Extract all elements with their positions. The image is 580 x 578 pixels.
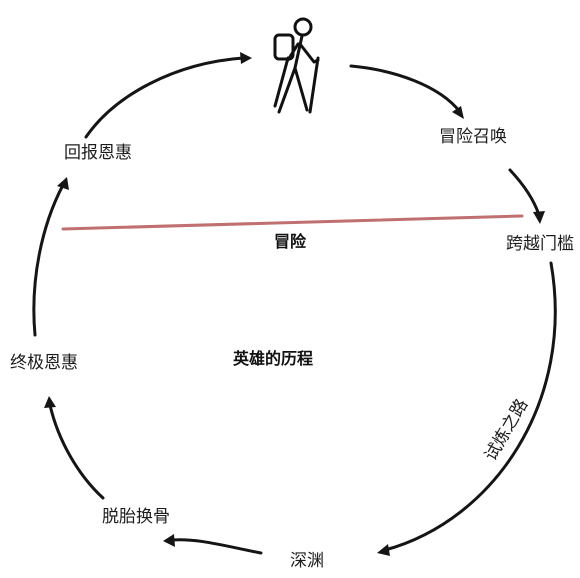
threshold-label: 冒险 (274, 232, 307, 251)
stage-ultimate-boon: 终极恩惠 (10, 353, 78, 373)
arrowhead-abyss (377, 544, 390, 556)
stage-abyss: 深渊 (290, 551, 324, 571)
arrowhead-call (452, 106, 464, 119)
stage-transformation: 脱胎换骨 (102, 507, 170, 527)
stage-threshold: 跨越门槛 (506, 234, 574, 254)
arc-threshold-to-abyss (383, 261, 557, 552)
arc-return-to-hiker (84, 56, 245, 139)
arrowhead-threshold (533, 211, 545, 224)
arc-boon-to-return (32, 183, 65, 337)
arrowhead-top-left (240, 52, 252, 64)
arc-hiker-to-call (349, 64, 462, 114)
center-title: 英雄的历程 (232, 349, 313, 368)
arrowhead-boon (44, 396, 56, 408)
arc-transformation-to-boon (48, 403, 105, 500)
threshold-line (61, 214, 524, 231)
arc-call-to-threshold (508, 168, 541, 217)
arrowhead-transformation (163, 534, 175, 547)
arrowhead-return (57, 177, 69, 190)
hiker-icon (273, 17, 320, 114)
stage-trials: 试炼之路 (481, 396, 532, 465)
stage-return: 回报恩惠 (64, 143, 132, 163)
arc-abyss-to-transformation (170, 538, 263, 555)
stage-call: 冒险召唤 (439, 127, 507, 147)
